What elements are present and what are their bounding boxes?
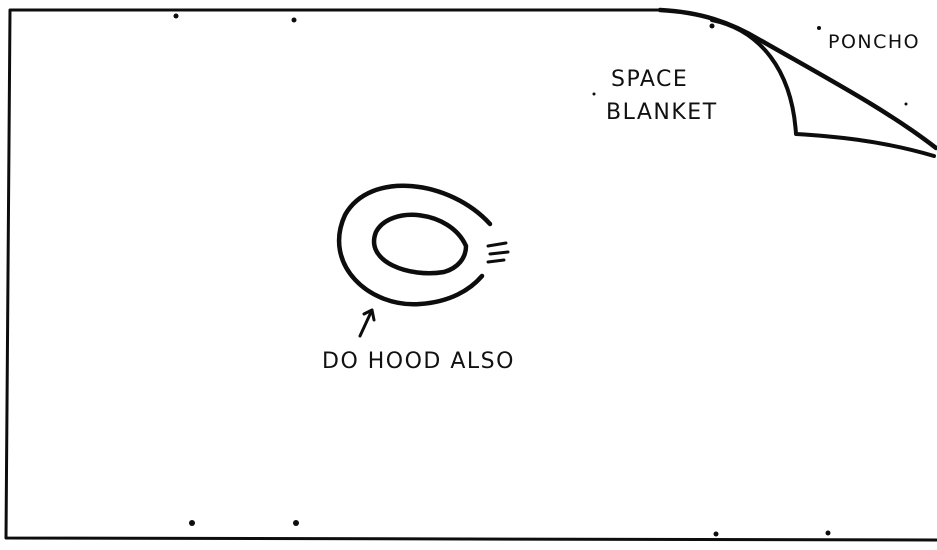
space-blanket-label-line1: SPACE [611, 67, 688, 92]
grommet-dot [826, 531, 831, 536]
space-blanket-outline [6, 10, 937, 540]
space-blanket-label-line2: BLANKET [606, 100, 718, 125]
grommet-dot [292, 18, 297, 23]
hood-label: DO HOOD ALSO [322, 349, 515, 374]
grommet-dot [174, 14, 179, 19]
hood-seam-marks [488, 243, 508, 262]
grommet-dot [189, 520, 195, 526]
grommet-dots [174, 14, 908, 537]
poncho-label: PONCHO [828, 31, 920, 53]
hood-inner-outline [374, 215, 466, 273]
grommet-dot [593, 93, 596, 96]
grommet-dot [817, 26, 821, 30]
hood-arrow [360, 310, 374, 336]
grommet-dot [710, 24, 715, 29]
grommet-dot [905, 103, 908, 106]
grommet-dot [293, 520, 299, 526]
grommet-dot [714, 532, 719, 537]
